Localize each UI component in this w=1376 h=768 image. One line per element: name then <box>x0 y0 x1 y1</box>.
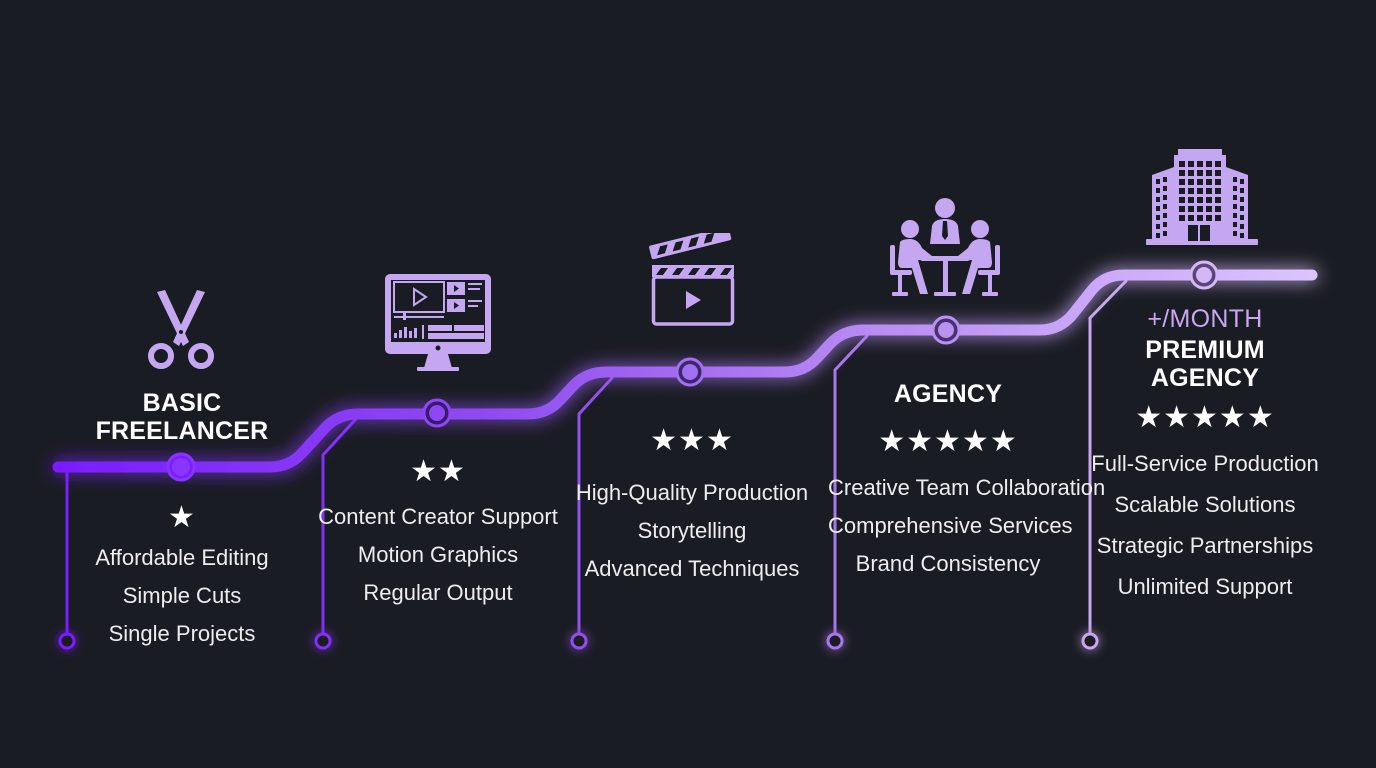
tier-agency: AGENCY ★★★★★ Creative Team Collaboration… <box>828 380 1105 577</box>
feature-item: Full-Service Production <box>1091 451 1319 476</box>
drop-line-end-circles <box>58 632 1099 650</box>
feature-line: Content Creator <box>318 504 475 529</box>
office-building-icon <box>1146 147 1258 245</box>
feature-item: Brand Consistency <box>855 551 1041 576</box>
drop-line-2 <box>321 418 357 635</box>
star-rating: ★ <box>168 501 196 534</box>
video-editor-monitor-icon <box>384 273 494 373</box>
star-rating: ★★★★★ <box>1135 401 1275 434</box>
star-rating: ★★★ <box>650 424 734 457</box>
feature-line: Production <box>702 480 809 505</box>
feature-item: Simple Cuts <box>122 583 242 608</box>
feature-item: Advanced Techniques <box>584 556 800 581</box>
tier-title-line: AGENCY <box>1150 364 1260 392</box>
tier-title-line: FREELANCER <box>95 417 269 445</box>
feature-item: Strategic Partnerships <box>1096 533 1314 558</box>
feature-line: Support <box>480 504 558 529</box>
feature-item: Content Creator Support <box>318 503 558 530</box>
team-meeting-icon <box>888 196 1002 298</box>
star-rating: ★★ <box>410 455 466 488</box>
scissors-icon <box>143 290 219 370</box>
feature-item: Storytelling <box>637 518 747 543</box>
tier-production-details: ★★★ High-Quality Production Storytelling… <box>572 425 812 582</box>
feature-item: Regular Output <box>363 580 513 605</box>
feature-item: Motion Graphics <box>357 542 519 567</box>
feature-item: Scalable Solutions <box>1114 492 1296 517</box>
drop-line-3 <box>577 376 614 635</box>
drop-line-5 <box>1088 279 1128 635</box>
star-rating: ★★★★★ <box>878 425 1018 458</box>
drop-line-4 <box>833 334 869 635</box>
path-nodes <box>166 260 1219 482</box>
feature-line: High-Quality <box>575 480 697 505</box>
tier-basic-freelancer-title: BASIC FREELANCER <box>62 389 302 445</box>
tier-basic-freelancer-details: ★ Affordable Editing Simple Cuts Single … <box>62 502 302 647</box>
feature-item: Creative Team Collaboration <box>828 474 1105 501</box>
tier-content-creator-details: ★★ Content Creator Support Motion Graphi… <box>318 456 558 606</box>
tier-premium-agency: +/MONTH PREMIUM AGENCY ★★★★★ Full-Servic… <box>1085 305 1325 600</box>
feature-line: Collaboration <box>975 475 1106 500</box>
feature-item: Comprehensive Services <box>828 512 1073 539</box>
feature-line: Comprehensive <box>828 513 983 538</box>
clapperboard-icon <box>648 233 738 327</box>
tier-price: +/MONTH <box>1147 305 1263 333</box>
feature-item: High-Quality Production <box>572 479 812 506</box>
feature-line: Creative Team <box>828 475 970 500</box>
feature-item: Single Projects <box>108 621 256 646</box>
feature-item: Unlimited Support <box>1117 574 1293 599</box>
tier-title-line: BASIC <box>142 389 222 417</box>
tier-title-line: AGENCY <box>893 380 1003 408</box>
feature-line: Services <box>988 513 1073 538</box>
feature-item: Affordable Editing <box>95 545 269 570</box>
tier-title-line: PREMIUM <box>1145 336 1265 364</box>
drop-lines <box>65 279 1128 635</box>
